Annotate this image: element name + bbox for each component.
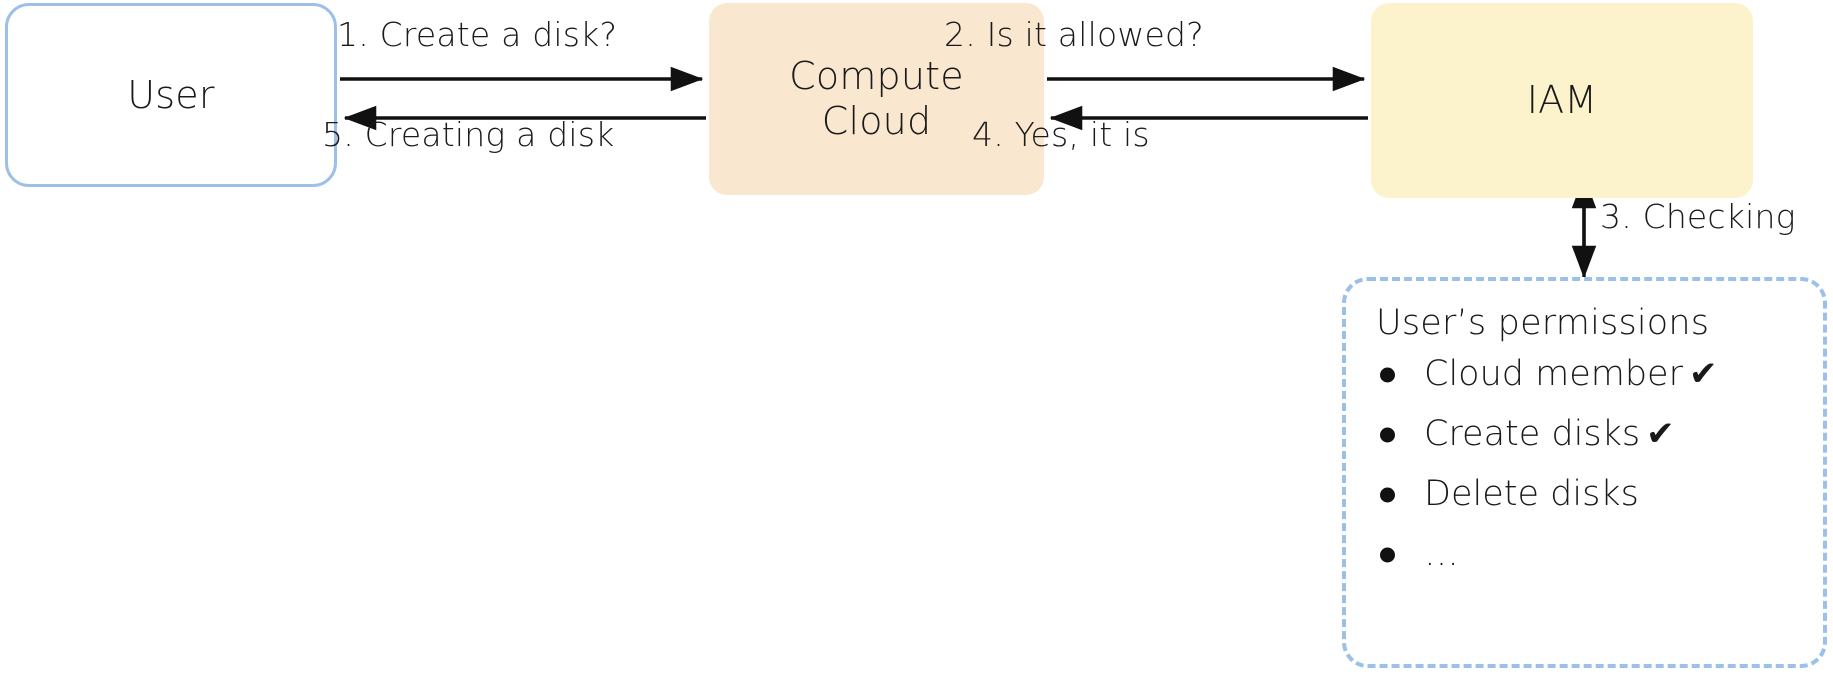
bullet-icon <box>1380 367 1395 383</box>
node-user-label: User <box>127 72 215 117</box>
edge-label-step-5: 5. Creating a disk <box>322 115 615 154</box>
edge-label-step-3: 3. Checking <box>1600 197 1796 236</box>
check-icon: ✔ <box>1646 414 1675 455</box>
node-user[interactable]: User <box>5 3 337 187</box>
permission-item[interactable]: Delete disks <box>1372 477 1823 512</box>
permissions-list: Cloud member✔ Create disks✔ Delete disks… <box>1372 357 1823 572</box>
edge-label-step-1: 1. Create a disk? <box>337 15 618 54</box>
permissions-panel[interactable]: User’s permissions Cloud member✔ Create … <box>1342 277 1827 668</box>
permission-item[interactable]: Cloud member✔ <box>1372 357 1823 392</box>
permission-label: … <box>1424 534 1459 575</box>
node-iam[interactable]: IAM <box>1371 3 1753 198</box>
node-compute-cloud-label: Compute Cloud <box>789 54 964 143</box>
bullet-icon <box>1380 547 1395 563</box>
permission-item[interactable]: Create disks✔ <box>1372 417 1823 452</box>
check-icon: ✔ <box>1688 354 1718 395</box>
bullet-icon <box>1380 427 1395 443</box>
edge-label-step-2: 2. Is it allowed? <box>944 15 1204 54</box>
permission-label: Create disks <box>1424 414 1641 455</box>
permission-label: Delete disks <box>1424 474 1639 515</box>
permission-label: Cloud member <box>1424 354 1683 395</box>
permission-item[interactable]: … <box>1372 537 1823 572</box>
node-compute-cloud[interactable]: Compute Cloud <box>709 3 1044 195</box>
permissions-panel-title: User’s permissions <box>1376 303 1710 343</box>
bullet-icon <box>1380 487 1395 503</box>
edge-label-step-4: 4. Yes, it is <box>972 115 1150 154</box>
node-iam-label: IAM <box>1526 78 1598 123</box>
